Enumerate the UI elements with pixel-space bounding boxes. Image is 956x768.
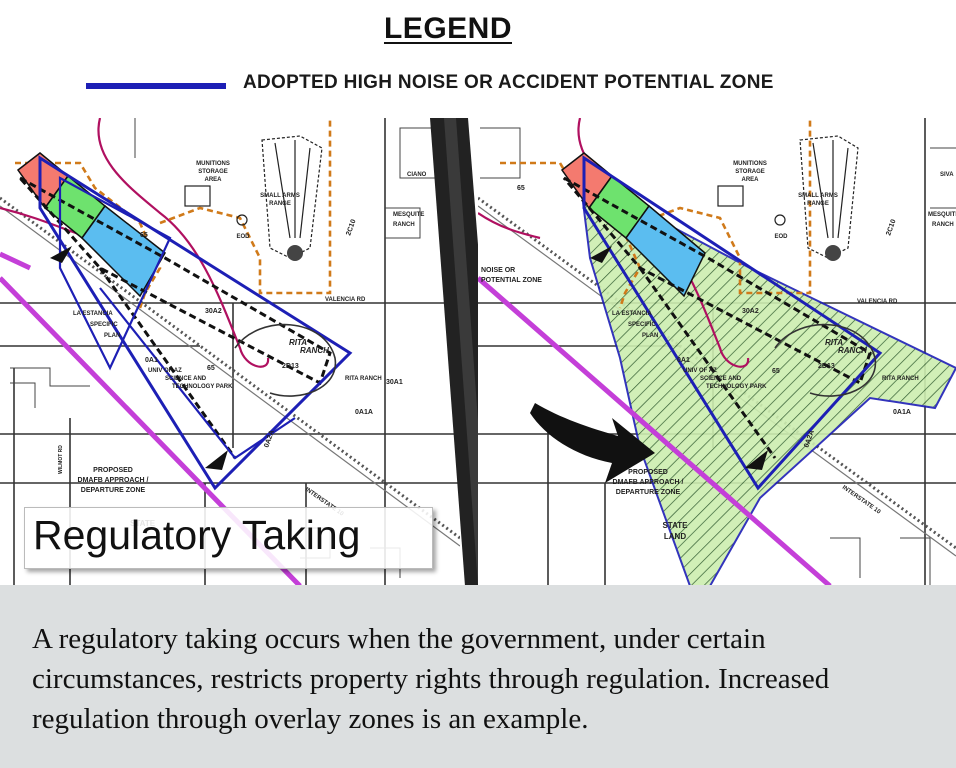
curved-arrow-icon (530, 403, 655, 483)
map-label: POTENTIAL ZONE (481, 277, 542, 284)
map-label: SIVA (940, 172, 954, 178)
map-label: RITA (825, 338, 843, 347)
map-label: UNIV OF AZ (683, 368, 717, 374)
map-label: 30A1 (386, 379, 403, 386)
map-label: PLAN (642, 333, 658, 339)
map-label: STATE (662, 521, 688, 530)
map-label: RITA (289, 338, 307, 347)
right-map-panel: MUNITIONS STORAGE AREA SMALL ARMS RANGE … (478, 118, 956, 586)
legend-blue-line-swatch (86, 83, 226, 89)
map-label: VALENCIA RD (325, 297, 366, 303)
map-label: RANCH (932, 222, 954, 228)
map-label: DEPARTURE ZONE (616, 489, 681, 496)
map-label: WILMOT RD (58, 445, 64, 474)
map-label: 65 (772, 368, 780, 375)
map-label: DMAFB APPROACH / (78, 477, 149, 484)
map-label: 0A1A (355, 409, 373, 416)
map-label: NOISE OR (481, 267, 515, 274)
map-label: SPECIFIC (628, 322, 656, 328)
map-label: MESQUITE (393, 212, 424, 218)
map-label: 30A2 (205, 308, 222, 315)
map-label: LA ESTANCIA (612, 311, 652, 317)
map-label: RANCH (838, 346, 867, 355)
map-label: STORAGE (735, 169, 765, 175)
map-label: MUNITIONS (196, 161, 230, 167)
map-label: 0A1 (677, 357, 690, 364)
map-label: EOD (236, 234, 250, 240)
map-label: RITA RANCH (345, 376, 382, 382)
map-label: AREA (204, 177, 222, 183)
zoning-map: MUNITIONS STORAGE AREA SMALL ARMS RANGE … (0, 118, 956, 586)
map-label: DEPARTURE ZONE (81, 487, 146, 494)
map-label: 0A1 (145, 357, 158, 364)
map-label: LA ESTANCIA (73, 311, 113, 317)
map-label: SMALL ARMS (260, 193, 300, 199)
map-label: SPECIFIC (90, 322, 118, 328)
map-label: RANCH (300, 346, 329, 355)
map-label: PROPOSED (93, 467, 133, 474)
map-label: 30A2 (742, 308, 759, 315)
map-label: TECHNOLOGY PARK (706, 384, 767, 390)
map-label: RANGE (269, 201, 291, 207)
map-label: 65 (207, 365, 215, 372)
map-label: PROPOSED (628, 469, 668, 476)
map-label: VALENCIA RD (857, 299, 898, 305)
map-label: 65 (140, 232, 148, 239)
legend-title-text: LEGEND (383, 12, 512, 45)
map-label: SMALL ARMS (798, 193, 838, 199)
caption-panel (0, 585, 956, 768)
map-label: STORAGE (198, 169, 228, 175)
map-label: CIANO (407, 172, 427, 178)
legend-line-label: ADOPTED HIGH NOISE OR ACCIDENT POTENTIAL… (243, 72, 774, 93)
map-label: 0A1A (893, 409, 911, 416)
map-label: AREA (741, 177, 759, 183)
map-label: TECHNOLOGY PARK (172, 384, 233, 390)
regulatory-taking-banner: Regulatory Taking (24, 507, 433, 569)
caption-text: A regulatory taking occurs when the gove… (32, 623, 830, 735)
map-label: 2D13 (818, 363, 835, 370)
map-label: EOD (774, 234, 788, 240)
map-label: SCIENCE AND (165, 376, 207, 382)
map-label: RITA RANCH (882, 376, 919, 382)
map-label: UNIV OF AZ (148, 368, 182, 374)
map-label: SCIENCE AND (700, 376, 742, 382)
map-label: 2D13 (282, 363, 299, 370)
map-label: RANGE (807, 201, 829, 207)
map-label: 65 (517, 185, 525, 192)
map-label: RANCH (393, 222, 415, 228)
map-label: MESQUITE (928, 212, 956, 218)
map-label: PLAN (104, 333, 120, 339)
map-label: LAND (664, 532, 686, 541)
map-label: MUNITIONS (733, 161, 767, 167)
banner-title: Regulatory Taking (33, 512, 361, 558)
map-label: DMAFB APPROACH / (613, 479, 684, 486)
